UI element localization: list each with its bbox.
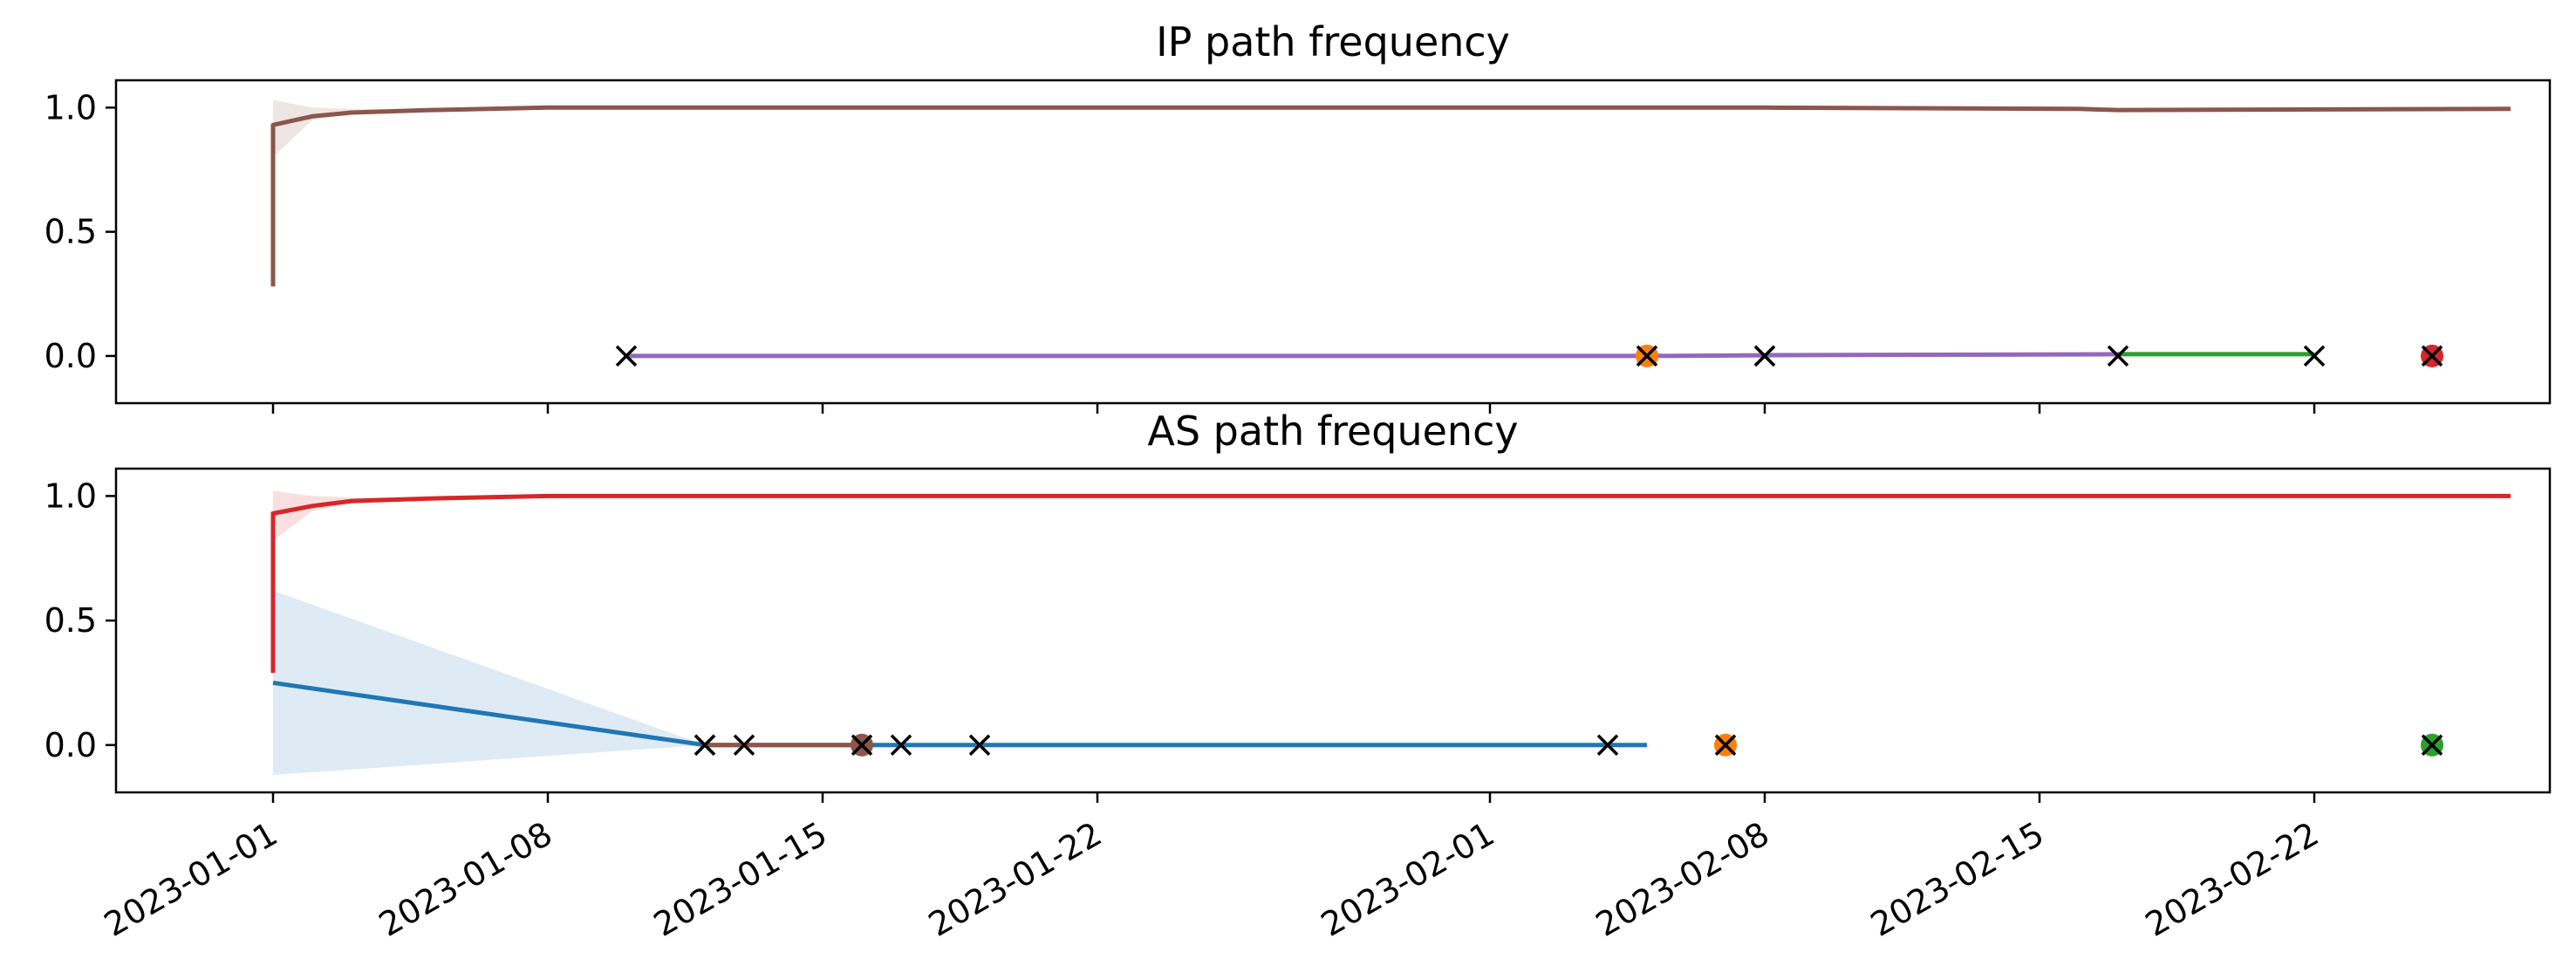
y-tick-label: 1.0 xyxy=(44,476,97,515)
band-blue xyxy=(273,590,705,776)
subplot-as-path-frequency: AS path frequency 0.0 0.5 1.0 2023-01-01 202… xyxy=(44,408,2552,944)
x-tick-label: 2023-02-01 xyxy=(1315,814,1500,944)
change-point-marker xyxy=(890,734,912,757)
y-tick-label: 1.0 xyxy=(44,88,97,127)
plot-content-as xyxy=(270,488,2511,776)
plot-content-ip xyxy=(270,93,2511,381)
change-point-marker xyxy=(2421,734,2443,757)
change-point-marker xyxy=(1714,734,1737,757)
x-tick-label: 2023-01-01 xyxy=(98,814,284,944)
change-point-marker xyxy=(615,345,638,367)
series-line-red xyxy=(270,493,2511,674)
change-point-marker xyxy=(968,734,991,757)
change-point-marker xyxy=(1636,345,1658,367)
subplot-ip-path-frequency: IP path frequency 0.0 0.5 1.0 xyxy=(44,18,2552,414)
band-red xyxy=(273,488,430,675)
change-point-marker xyxy=(2421,345,2443,367)
change-point-marker xyxy=(733,734,755,757)
y-tick-label: 0.5 xyxy=(44,213,97,251)
chart-title-as: AS path frequency xyxy=(1147,408,1518,455)
change-point-marker xyxy=(2107,345,2129,367)
change-point-marker xyxy=(694,734,716,757)
change-point-marker xyxy=(1753,345,1776,367)
y-tick-label: 0.5 xyxy=(44,601,97,640)
change-point-marker xyxy=(2303,345,2326,367)
series-line-brown xyxy=(270,105,2511,287)
axes-frame xyxy=(114,79,2552,405)
x-tick-label: 2023-01-08 xyxy=(372,814,558,944)
plot-area-as: 0.0 0.5 1.0 2023-01-01 2023-01-08 2023-01-15 2… xyxy=(44,467,2552,944)
x-tick-label: 2023-02-08 xyxy=(1589,814,1775,944)
y-tick-label: 0.0 xyxy=(44,337,97,375)
change-point-marker xyxy=(851,734,873,757)
x-tick-label: 2023-02-22 xyxy=(2139,814,2325,944)
chart-title-ip: IP path frequency xyxy=(1156,18,1510,65)
x-tick-label: 2023-01-15 xyxy=(647,814,833,944)
axes-frame xyxy=(114,467,2552,794)
x-tick-label: 2023-02-15 xyxy=(1864,814,2050,944)
y-tick-label: 0.0 xyxy=(44,726,97,764)
series-line-purple xyxy=(626,352,2119,359)
band-brown xyxy=(273,93,430,381)
x-tick-label: 2023-01-22 xyxy=(922,814,1108,944)
change-point-marker xyxy=(1596,734,1619,757)
plot-area-ip: 0.0 0.5 1.0 xyxy=(44,79,2552,414)
